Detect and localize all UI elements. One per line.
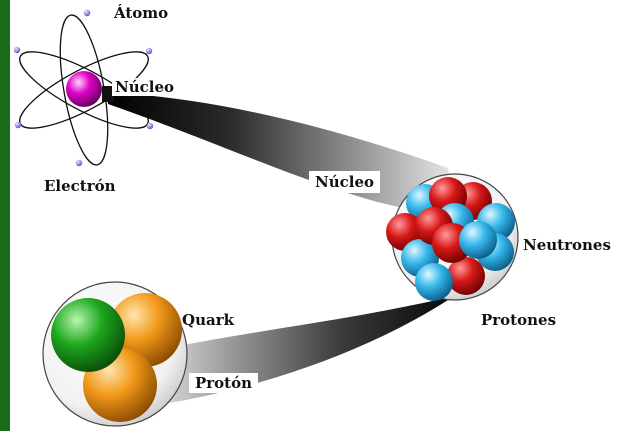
nucleus-pointer <box>102 86 114 102</box>
neutrons-label: Neutrones <box>523 236 611 254</box>
nucleus-label-zoom: Núcleo <box>309 171 380 193</box>
electron-label: Electrón <box>44 177 116 195</box>
electron <box>83 9 91 17</box>
orbit <box>19 51 149 129</box>
zoom-beam-nucleus <box>108 92 452 215</box>
neutron <box>415 263 453 301</box>
proton-ball <box>447 257 485 295</box>
atom-nucleus <box>66 71 102 107</box>
neutron <box>459 221 497 259</box>
atom <box>13 9 154 167</box>
side-bar <box>0 0 10 431</box>
electron <box>14 121 22 129</box>
quark-down <box>51 298 125 372</box>
protons-label: Protones <box>481 311 557 329</box>
electron <box>145 47 153 55</box>
electron <box>13 46 21 54</box>
proton-label: Protón <box>189 373 259 393</box>
electron <box>146 122 154 130</box>
electron <box>75 159 83 167</box>
quark-up <box>108 293 182 367</box>
nucleus-label-atom: Núcleo <box>112 78 177 96</box>
atom-label: Átomo <box>114 4 169 22</box>
proton-enlarged <box>42 281 188 427</box>
nucleus-enlarged <box>386 173 519 301</box>
quark-label: Quark <box>182 311 234 329</box>
